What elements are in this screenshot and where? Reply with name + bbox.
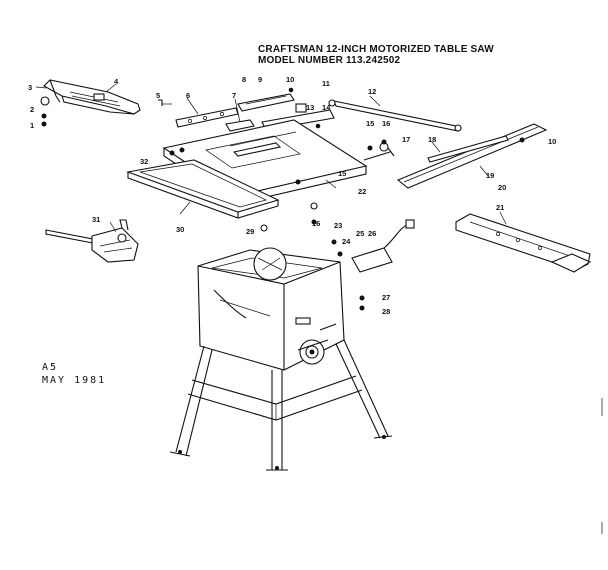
callout-13: 13 [306,103,314,112]
callout-21: 21 [496,203,504,212]
diagram-title: CRAFTSMAN 12-INCH MOTORIZED TABLE SAW [258,44,494,55]
callout-24: 24 [342,237,351,246]
stamp-code: A5 [42,362,59,373]
callout-31: 31 [92,215,100,224]
callout-32: 32 [140,157,148,166]
callout-28: 28 [382,307,390,316]
callout-25: 25 [356,229,364,238]
callout-12: 12 [368,87,376,96]
callout-9: 9 [258,75,262,84]
callout-18: 18 [428,135,436,144]
model-number: MODEL NUMBER 113.242502 [258,55,401,66]
blade-guard-part [35,79,141,127]
callout-7: 7 [232,91,236,100]
fence-rail-part [396,123,548,189]
callout-10: 10 [286,75,294,84]
callout-23: 23 [334,221,342,230]
callout-labels: 1 2 3 4 5 6 7 8 9 10 11 12 13 14 15 16 1… [28,75,556,316]
callout-11: 11 [322,79,330,88]
callout-26: 26 [368,229,376,238]
callout-19: 19 [486,171,494,180]
callout-17: 17 [402,135,410,144]
callout-2: 2 [30,105,34,114]
callout-29: 29 [246,227,254,236]
callout-15b: 15 [338,169,346,178]
saw-cabinet [197,247,345,371]
callout-14: 14 [322,103,331,112]
callout-20: 20 [498,183,506,192]
stamp-date: MAY 1981 [42,375,107,386]
callout-3: 3 [28,83,32,92]
callout-1: 1 [30,121,34,130]
hardware-group [260,202,415,311]
callout-16b: 16 [312,219,320,228]
insert-parts [225,87,335,135]
callout-4: 4 [114,77,119,86]
table-extension [125,159,280,219]
callout-30: 30 [176,225,184,234]
callout-22: 22 [358,187,366,196]
rear-rail-part [455,213,592,273]
callout-8: 8 [242,75,246,84]
callout-15: 15 [366,119,374,128]
callout-5: 5 [156,91,160,100]
leader-lines [105,83,507,233]
guide-bar-part [328,99,462,132]
front-rail-part [158,99,239,128]
callout-16: 16 [382,119,390,128]
callout-6: 6 [186,91,190,100]
callout-27: 27 [382,293,390,302]
miter-gauge-part [45,219,139,263]
leg-stand [169,339,393,471]
callout-10b: 10 [548,137,556,146]
